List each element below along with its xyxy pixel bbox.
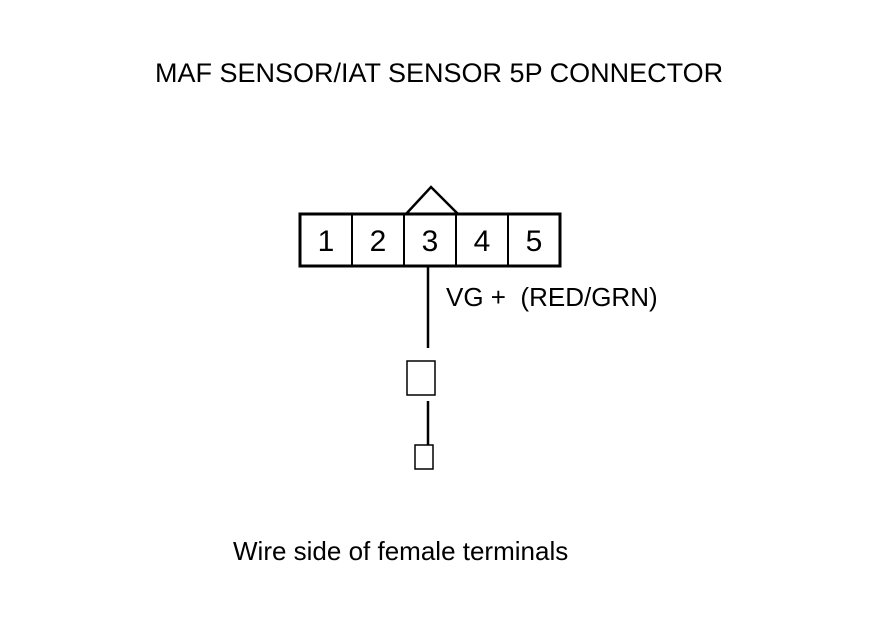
connector-body	[298, 212, 562, 268]
pin-3-label: 3	[422, 225, 439, 258]
pin-2-label: 2	[370, 225, 387, 258]
pin-1-label: 1	[318, 225, 335, 258]
connector-pins: 1 2 3 4 5	[318, 214, 543, 266]
wire-label: VG + (RED/GRN)	[446, 282, 658, 312]
diagram-caption: Wire side of female terminals	[233, 536, 569, 566]
diagram-title: MAF SENSOR/IAT SENSOR 5P CONNECTOR	[155, 58, 724, 88]
wire-terminal-lower	[414, 444, 434, 470]
wire-connector-upper	[406, 360, 436, 396]
pin-5-label: 5	[526, 225, 543, 258]
connector-lock-tab	[405, 185, 459, 215]
pin-4-label: 4	[474, 225, 491, 258]
